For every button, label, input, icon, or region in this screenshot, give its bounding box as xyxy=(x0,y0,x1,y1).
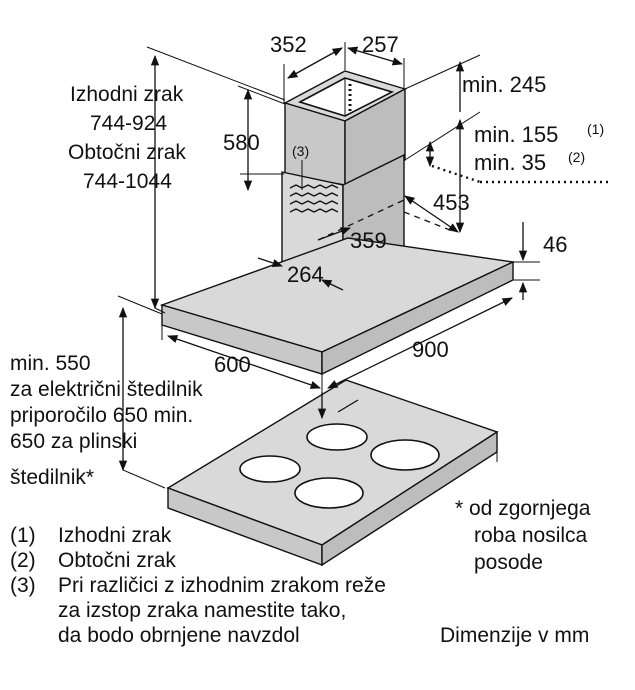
burner-back-left xyxy=(306,423,368,451)
dim-352: 352 xyxy=(270,32,307,57)
legend-3-line1: Pri različici z izhodnim zrakom reže xyxy=(58,574,386,597)
footnote-star-line1: * od zgornjega xyxy=(455,497,591,520)
canopy-centerline-b xyxy=(403,211,456,233)
legend-2-number: (2) xyxy=(10,549,36,572)
burner-back-right xyxy=(370,439,440,471)
dim-453: 453 xyxy=(433,190,470,215)
dim-min-155-ref: (1) xyxy=(587,121,604,137)
hob-drawing xyxy=(166,379,499,567)
dim-min-35-ref: (2) xyxy=(568,149,585,165)
legend-3-line3: da bodo obrnjene navzdol xyxy=(58,624,300,647)
exhaust-air-range: 744-924 xyxy=(90,112,167,135)
min-550-line3: priporočilo 650 min. xyxy=(10,404,193,427)
footnote-star-line2: roba nosilca xyxy=(474,524,588,547)
min-550-line1: min. 550 xyxy=(10,352,91,375)
legend-1-text: Izhodni zrak xyxy=(58,524,172,547)
recirculation-title: Obtočni zrak xyxy=(68,141,186,164)
dim-359: 359 xyxy=(350,228,387,253)
units-note: Dimenzije v mm xyxy=(440,624,589,647)
dim-46: 46 xyxy=(543,232,567,257)
legend-3-number: (3) xyxy=(10,574,36,597)
min-550-line4: 650 za plinski xyxy=(10,430,137,453)
dim-257: 257 xyxy=(362,32,399,57)
dim-min-155: min. 155 xyxy=(474,122,558,147)
min-550-line5: štedilnik* xyxy=(10,466,94,489)
min-550-line2: za električni štedilnik xyxy=(10,378,203,401)
dim-600: 600 xyxy=(214,352,251,377)
dim-264: 264 xyxy=(287,262,324,287)
canopy-centerline-a xyxy=(317,199,405,241)
dim-580: 580 xyxy=(223,130,260,155)
chimney-top-opening xyxy=(297,77,395,117)
dim-min-35: min. 35 xyxy=(474,150,546,175)
footnote-star-line3: posode xyxy=(474,551,543,574)
ref-3-label: (3) xyxy=(292,143,309,159)
legend-2-text: Obtočni zrak xyxy=(58,549,176,572)
dimension-lines xyxy=(117,42,612,489)
dim-900: 900 xyxy=(412,337,449,362)
legend-1-number: (1) xyxy=(10,524,36,547)
air-vent-slots xyxy=(289,184,339,213)
exhaust-air-title: Izhodni zrak xyxy=(70,83,184,106)
legend-3-line2: za izstop zraka namestite tako, xyxy=(58,599,346,622)
burner-front-left xyxy=(239,455,301,483)
dim-min-245: min. 245 xyxy=(462,72,546,97)
recirculation-range: 744-1044 xyxy=(83,170,172,193)
burner-front-right xyxy=(294,477,364,509)
